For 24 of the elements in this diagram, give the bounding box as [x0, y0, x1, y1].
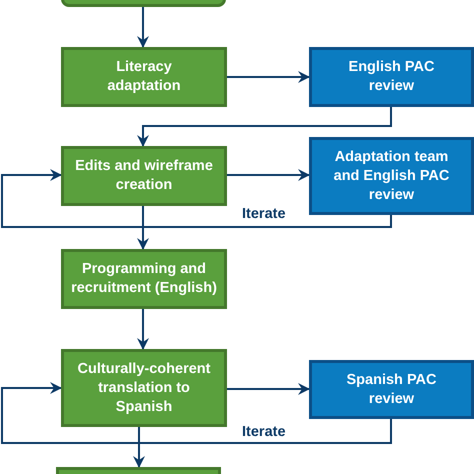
arrow	[133, 427, 145, 468]
step-text: Spanish PAC review	[346, 370, 438, 408]
arrow	[1, 169, 392, 228]
process-box	[61, 146, 227, 206]
process-box	[61, 349, 227, 427]
process-box	[61, 47, 227, 107]
review-box	[309, 47, 474, 107]
arrow	[137, 206, 149, 250]
step-text: Adaptation team and English PAC review	[332, 148, 450, 204]
arrow	[227, 71, 310, 83]
step-text: English PAC review	[348, 58, 436, 96]
arrow	[137, 309, 149, 350]
arrow	[137, 107, 392, 147]
review-box	[309, 360, 474, 419]
process-box	[61, 249, 227, 309]
arrow	[137, 7, 149, 48]
step-text: Literacy adaptation	[106, 58, 182, 96]
arrow	[1, 382, 392, 444]
review-box	[309, 137, 474, 215]
step-text: Culturally-coherent translation to Spanish	[76, 360, 212, 416]
arrow	[227, 169, 310, 181]
step-text: Programming and recruitment (English)	[70, 260, 218, 298]
step-text: Edits and wireframe creation	[74, 157, 214, 195]
arrow	[227, 383, 310, 395]
